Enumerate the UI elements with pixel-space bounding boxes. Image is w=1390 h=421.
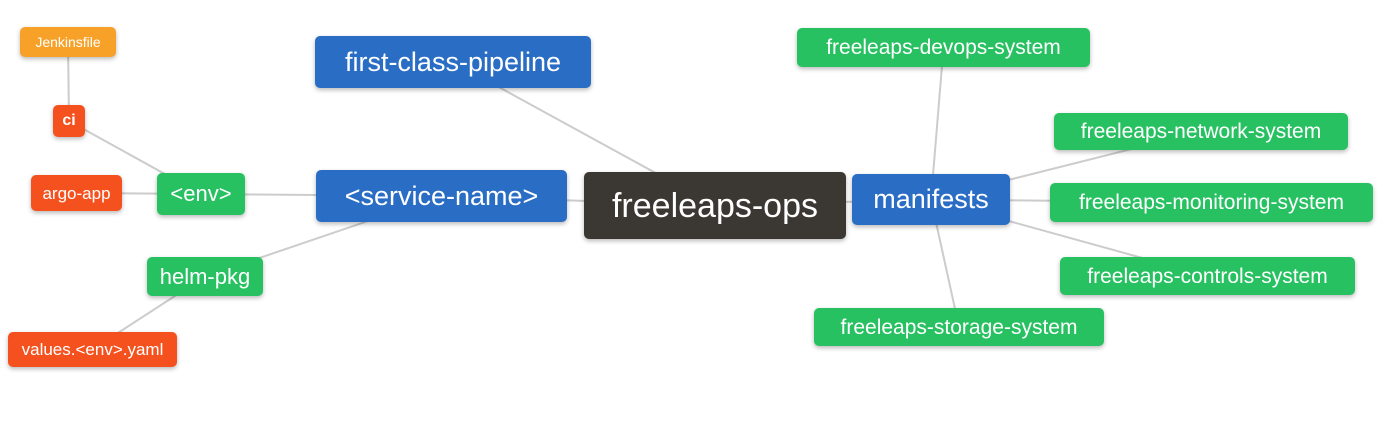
node-jenkinsfile[interactable]: Jenkinsfile	[20, 27, 116, 57]
node-values-env-yaml[interactable]: values.<env>.yaml	[8, 332, 177, 367]
node-manifests[interactable]: manifests	[852, 174, 1010, 225]
node-freeleaps-monitoring-system[interactable]: freeleaps-monitoring-system	[1050, 183, 1373, 222]
node-argo-app[interactable]: argo-app	[31, 175, 122, 211]
node-freeleaps-controls-system[interactable]: freeleaps-controls-system	[1060, 257, 1355, 295]
node-helm-pkg[interactable]: helm-pkg	[147, 257, 263, 296]
node-freeleaps-storage-system[interactable]: freeleaps-storage-system	[814, 308, 1104, 346]
node-freeleaps-ops[interactable]: freeleaps-ops	[584, 172, 846, 239]
node-freeleaps-network-system[interactable]: freeleaps-network-system	[1054, 113, 1348, 150]
node-env[interactable]: <env>	[157, 173, 245, 215]
node-freeleaps-devops-system[interactable]: freeleaps-devops-system	[797, 28, 1090, 67]
node-ci[interactable]: ci	[53, 105, 85, 137]
node-service-name[interactable]: <service-name>	[316, 170, 567, 222]
node-first-class-pipeline[interactable]: first-class-pipeline	[315, 36, 591, 88]
